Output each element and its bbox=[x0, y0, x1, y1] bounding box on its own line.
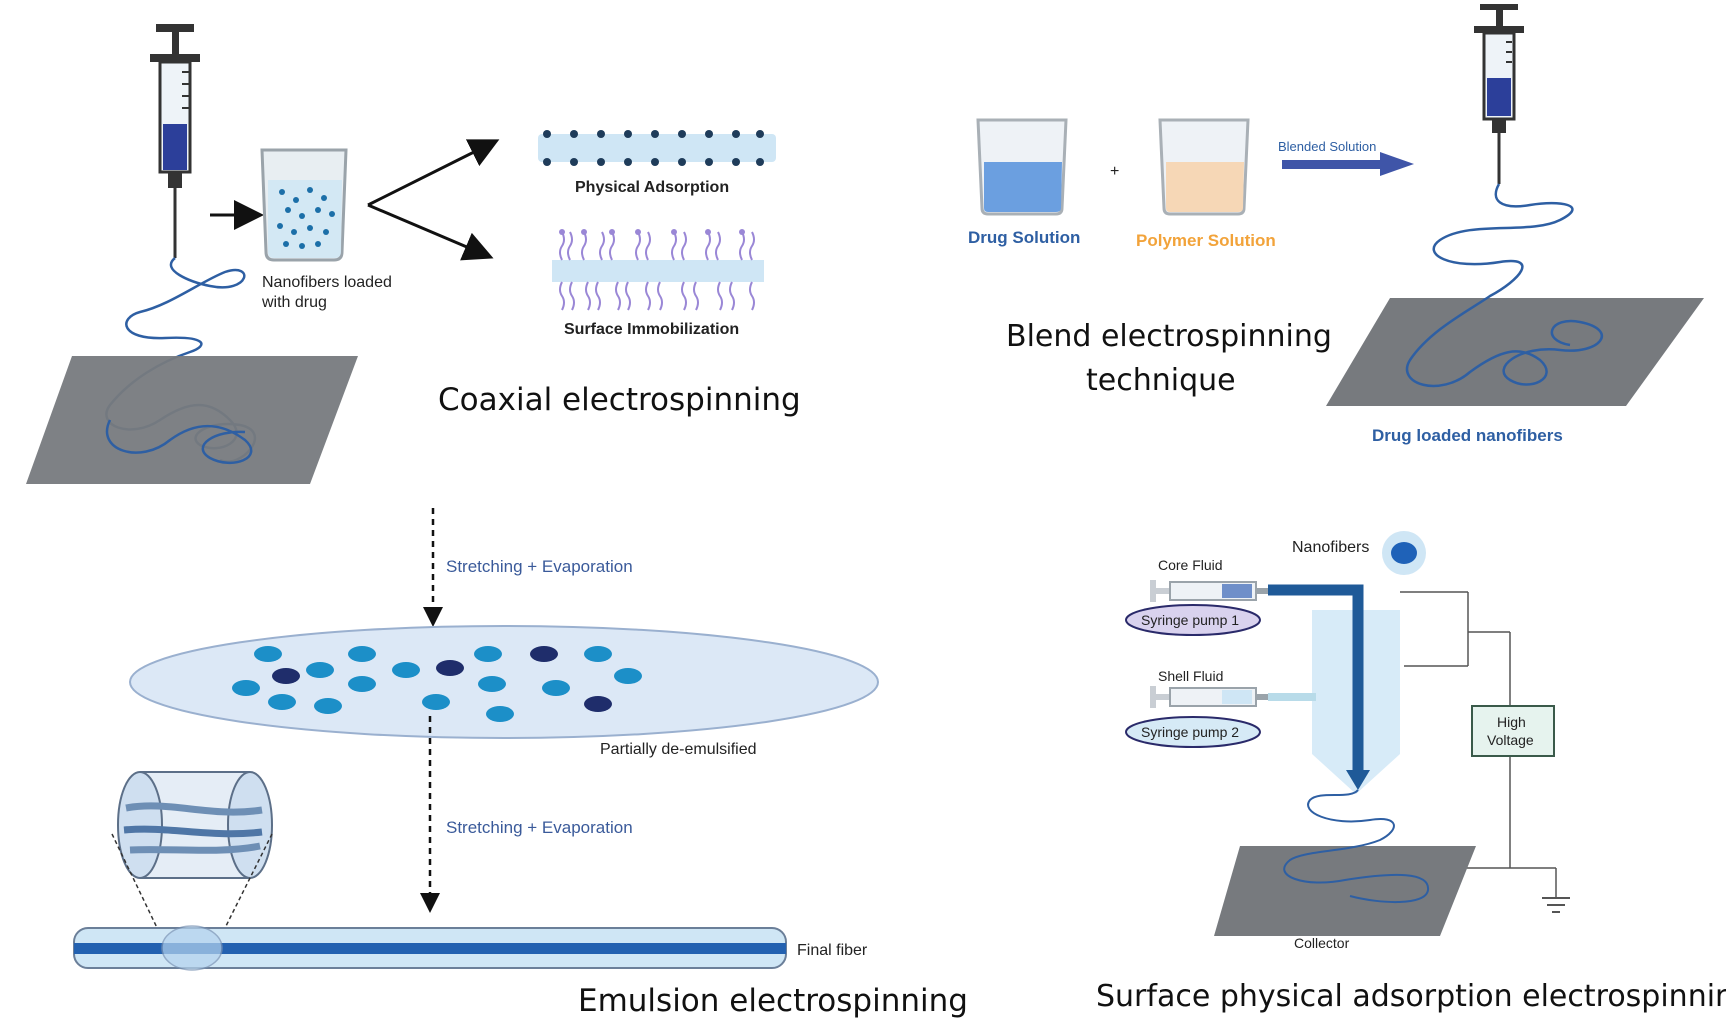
surface-immobilization-label: Surface Immobilization bbox=[564, 321, 739, 338]
high-voltage-box bbox=[1471, 705, 1555, 757]
circuit-wires bbox=[1400, 591, 1570, 913]
blended-solution-label: Blended Solution bbox=[1278, 139, 1376, 154]
polymer-solution-beaker-icon bbox=[1158, 118, 1250, 216]
syringe-icon bbox=[150, 24, 200, 258]
surface-immobilization-icon bbox=[552, 229, 764, 311]
polymer-solution-label: Polymer Solution bbox=[1136, 231, 1276, 250]
zoom-line-right bbox=[221, 833, 273, 935]
drug-solution-label: Drug Solution bbox=[968, 228, 1080, 247]
beaker-label-line2: with drug bbox=[261, 294, 327, 311]
coaxial-caption: Coaxial electrospinning bbox=[438, 382, 801, 418]
branch-arrow-down bbox=[367, 203, 494, 261]
emulsion-panel: Stretching + Evaporation Partially de-em… bbox=[73, 508, 968, 1019]
core-fluid-label: Core Fluid bbox=[1158, 557, 1223, 573]
final-fiber-icon bbox=[73, 925, 787, 971]
shell-syringe-icon bbox=[1150, 686, 1268, 708]
beaker-icon bbox=[260, 148, 348, 262]
syringe-pump-2-label: Syringe pump 2 bbox=[1141, 724, 1239, 740]
plus-sign: + bbox=[1110, 163, 1119, 180]
surface-panel: Nanofibers Core Fluid Syringe pump 1 She… bbox=[1096, 531, 1726, 1014]
collector-plate bbox=[26, 356, 358, 484]
syringe-pump-2-badge bbox=[1125, 716, 1261, 748]
step1-label: Stretching + Evaporation bbox=[446, 557, 633, 576]
partially-de-emulsified-label: Partially de-emulsified bbox=[600, 741, 757, 758]
high-voltage-label-line1: High bbox=[1497, 714, 1526, 730]
shell-fluid-label: Shell Fluid bbox=[1158, 668, 1223, 684]
blend-caption-line2: technique bbox=[1086, 363, 1236, 398]
fiber-cross-section-icon bbox=[117, 771, 273, 879]
fiber-strand-right bbox=[1406, 183, 1603, 388]
nanofibers-label: Nanofibers bbox=[1292, 539, 1369, 556]
coaxial-spinneret-icon bbox=[1268, 584, 1400, 794]
syringe-pump-1-label: Syringe pump 1 bbox=[1141, 612, 1239, 628]
step2-label: Stretching + Evaporation bbox=[446, 818, 633, 837]
blend-caption-line1: Blend electrospinning bbox=[1006, 319, 1332, 354]
syringe-icon-right bbox=[1474, 4, 1524, 184]
coaxial-panel: Nanofibers loaded with drug Physical Ads… bbox=[26, 24, 801, 484]
drug-loaded-nanofibers-label: Drug loaded nanofibers bbox=[1372, 426, 1563, 445]
branch-arrow-up bbox=[367, 139, 500, 207]
collector-label: Collector bbox=[1294, 935, 1350, 951]
collector-plate-bottom bbox=[1214, 846, 1476, 936]
emulsion-droplets bbox=[232, 646, 642, 722]
syringe-pump-1-badge bbox=[1125, 604, 1261, 636]
physical-adsorption-icon bbox=[538, 130, 776, 166]
final-fiber-label: Final fiber bbox=[797, 942, 868, 959]
blend-panel: Drug Solution + Polymer Solution Blended… bbox=[968, 4, 1704, 445]
blended-arrow-icon bbox=[1282, 152, 1414, 176]
emulsion-caption: Emulsion electrospinning bbox=[578, 983, 968, 1019]
beaker-label-line1: Nanofibers loaded bbox=[262, 274, 392, 291]
high-voltage-label-line2: Voltage bbox=[1487, 732, 1534, 748]
fiber-strand-bottom bbox=[1283, 789, 1430, 903]
drug-solution-beaker-icon bbox=[976, 118, 1068, 216]
surface-caption: Surface physical adsorption electrospinn… bbox=[1096, 979, 1726, 1014]
physical-adsorption-label: Physical Adsorption bbox=[575, 179, 729, 196]
core-syringe-icon bbox=[1150, 580, 1268, 602]
zoom-line-left bbox=[111, 833, 161, 935]
